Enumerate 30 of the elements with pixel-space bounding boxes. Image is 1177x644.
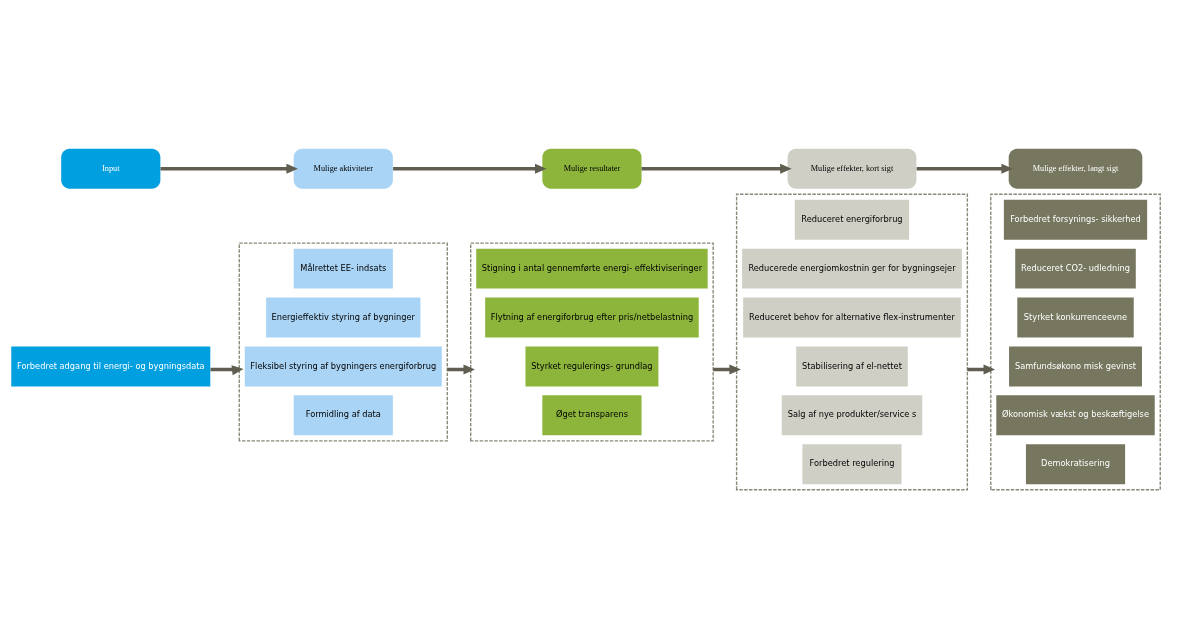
node-box: Øget transparens: [542, 395, 642, 436]
cluster: [735, 193, 969, 491]
cluster: [990, 193, 1161, 491]
node-box: Økonomisk vækst og beskæftigelse: [996, 395, 1155, 436]
node-box: Styrket konkurrenceevne: [1017, 297, 1134, 338]
node-box: Energieffektiv styring af bygninger: [266, 297, 421, 338]
node-box: Samfundsøkono misk gevinst: [1009, 346, 1142, 387]
node-box: Reducerede energiomkostnin ger for bygningsejer: [742, 248, 962, 289]
node-box: Salg af nye produkter/service s: [781, 395, 923, 436]
cluster: [238, 242, 448, 442]
node-box: Forbedret adgang til energi- og bygningsdata: [11, 346, 211, 387]
node-box: Forbedret regulering: [802, 444, 902, 485]
node-box: Stigning i antal gennemførte energi- effektiviseringer: [476, 248, 708, 289]
arrow: [160, 163, 298, 174]
node-box: Forbedret forsynings- sikkerhed: [1003, 199, 1148, 240]
node-box: Formidling af data: [293, 395, 393, 436]
node-box: Fleksibel styring af bygningers energiforbrug: [244, 346, 442, 387]
node-box: Reduceret CO2- udledning: [1015, 248, 1136, 289]
node-box: Reduceret energiforbrug: [794, 199, 910, 240]
node-box: Styrket regulerings- grundlag: [525, 346, 659, 387]
arrow: [393, 163, 547, 174]
cluster: [470, 242, 714, 442]
arrow: [210, 365, 244, 376]
node-box: Reduceret behov for alternative flex-instrumenter: [743, 297, 961, 338]
node-box: Flytning af energiforbrug efter pris/netbelastning: [485, 297, 699, 338]
node-box: Demokratisering: [1025, 444, 1126, 485]
node-box: Stabilisering af el-nettet: [796, 346, 908, 387]
node-box: Målrettet EE- indsats: [293, 248, 393, 289]
arrow: [916, 163, 1013, 174]
arrow: [641, 163, 792, 174]
